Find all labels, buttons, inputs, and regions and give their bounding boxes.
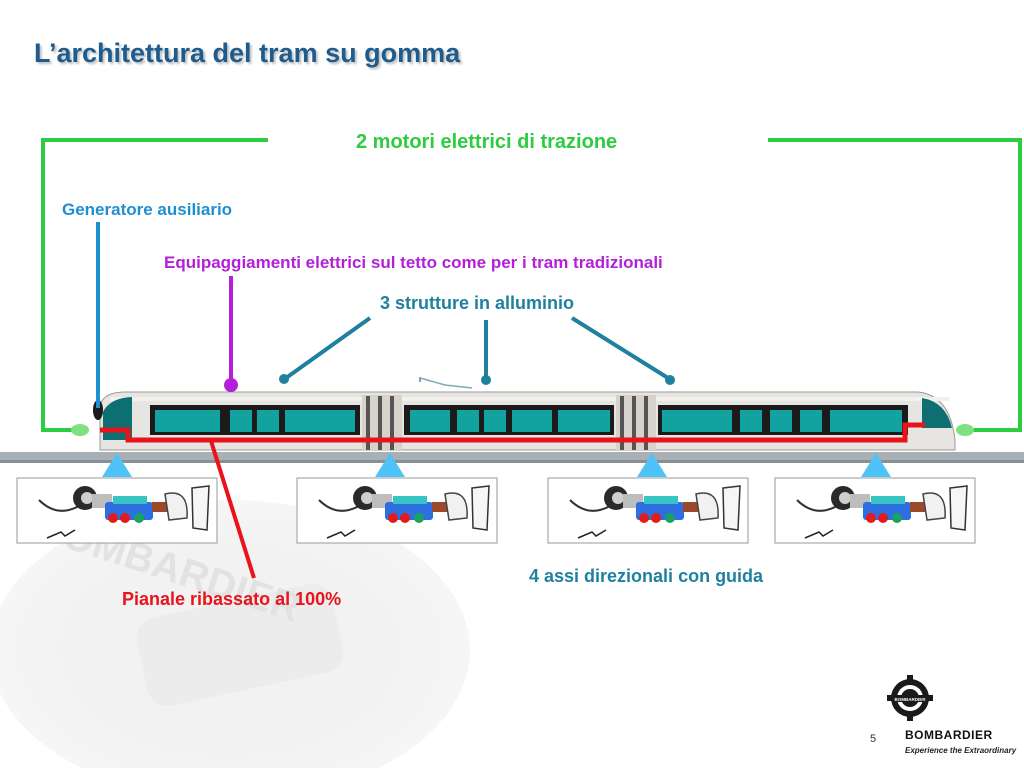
tram-illustration [93,377,956,451]
motor-dot-right [956,424,974,436]
logo-badge-text: BOMBARDIER [895,697,927,702]
low-floor-line [100,422,925,443]
floor-pointer [209,440,256,579]
label-low-floor: Pianale ribassato al 100% [122,589,342,609]
label-aluminum-structures: 3 strutture in alluminio [380,293,575,313]
label-steering-axles: 4 assi direzionali con guida [529,566,764,586]
label-motors: 2 motori elettrici di trazione [356,131,618,153]
brand-name: BOMBARDIER [905,728,993,742]
brand-tagline: Experience the Extraordinary [905,746,1017,755]
up-arrow-icon [861,453,891,477]
motors-bracket-left [41,138,268,432]
up-arrow-icon [102,453,132,477]
page-number: 5 [870,733,877,745]
motor-dot-left [71,424,89,436]
ground-strip [0,452,1024,462]
up-arrow-icon [375,453,405,477]
up-arrow-icon [637,453,667,477]
label-aux-generator: Generatore ausiliario [62,200,233,219]
motors-bracket-right [768,138,1022,432]
slide-title: L’architettura del tram su gomma [34,38,461,68]
label-roof-equipment: Equipaggiamenti elettrici sul tetto come… [164,253,663,272]
